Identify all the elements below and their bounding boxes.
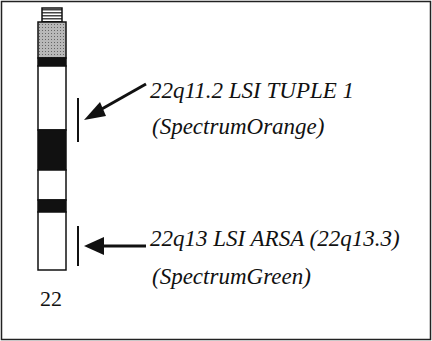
band-ticks [77, 98, 79, 266]
fluor-label: (SpectrumOrange) [152, 114, 324, 140]
chromosome-number: 22 [40, 286, 62, 312]
chromosome-22 [38, 8, 66, 270]
pointer-arrows [84, 84, 146, 255]
probe-label: 22q11.2 LSI TUPLE 1 [150, 78, 354, 104]
fluor-label: (SpectrumGreen) [152, 264, 311, 290]
probe-label: 22q13 LSI ARSA (22q13.3) [150, 226, 400, 252]
